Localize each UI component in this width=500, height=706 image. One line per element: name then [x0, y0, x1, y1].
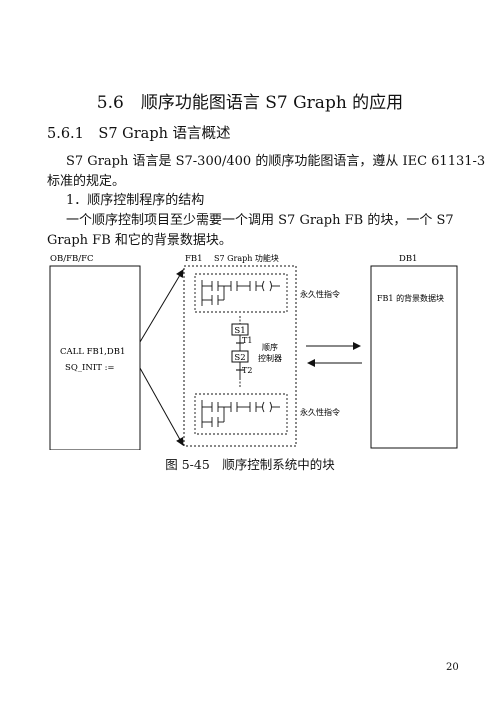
sequencer-label-line1: 顺序: [262, 342, 278, 352]
call-instruction: CALL FB1,DB1: [60, 347, 125, 357]
step-s2-label: S2: [234, 353, 245, 363]
db-block-label: DB1: [399, 254, 417, 264]
transition-t1-label: T1: [242, 336, 252, 345]
transition-t2-label: T2: [242, 366, 252, 375]
permanent-instructions-bottom: [194, 393, 288, 435]
call-arrow-lower: [139, 367, 184, 446]
caller-block-label: OB/FB/FC: [50, 254, 94, 264]
caller-block: [49, 265, 141, 450]
block-structure-figure: OB/FB/FC FB1 S7 Graph 功能块 DB1 CALL FB1,D…: [49, 253, 458, 450]
paragraph-2-line-1: 一个顺序控制项目至少需要一个调用 S7 Graph FB 的块，一个 S7: [66, 213, 454, 228]
paragraph-2-line-2: Graph FB 和它的背景数据块。: [47, 233, 232, 248]
permanent-instructions-top-label: 永久性指令: [300, 289, 340, 299]
figure-caption: 图 5-45 顺序控制系统中的块: [165, 457, 335, 472]
db-block-text: FB1 的背景数据块: [377, 293, 444, 303]
permanent-instructions-top: [194, 273, 288, 313]
sequencer-label-line2: 控制器: [258, 353, 282, 363]
list-item-heading: 1．顺序控制程序的结构: [66, 193, 205, 208]
subsection-heading: 5.6.1 S7 Graph 语言概述: [47, 126, 231, 142]
sq-init-parameter: SQ_INIT :=: [65, 363, 115, 373]
fb-block-label: FB1: [185, 254, 203, 264]
permanent-instructions-bottom-label: 永久性指令: [300, 407, 340, 417]
paragraph-1-line-1: S7 Graph 语言是 S7-300/400 的顺序功能图语言，遵从 IEC …: [66, 154, 486, 169]
db-block: [370, 265, 458, 449]
step-s1-label: S1: [234, 326, 245, 336]
fb-block: [183, 265, 297, 447]
sequencer: S1 T1 S2 T2 顺序 控制器: [231, 316, 282, 388]
page-number: 20: [446, 662, 459, 673]
section-heading: 5.6 顺序功能图语言 S7 Graph 的应用: [96, 93, 404, 113]
call-arrow-upper: [139, 269, 184, 343]
paragraph-1-line-2: 标准的规定。: [47, 174, 126, 189]
fb-block-description: S7 Graph 功能块: [214, 253, 279, 263]
